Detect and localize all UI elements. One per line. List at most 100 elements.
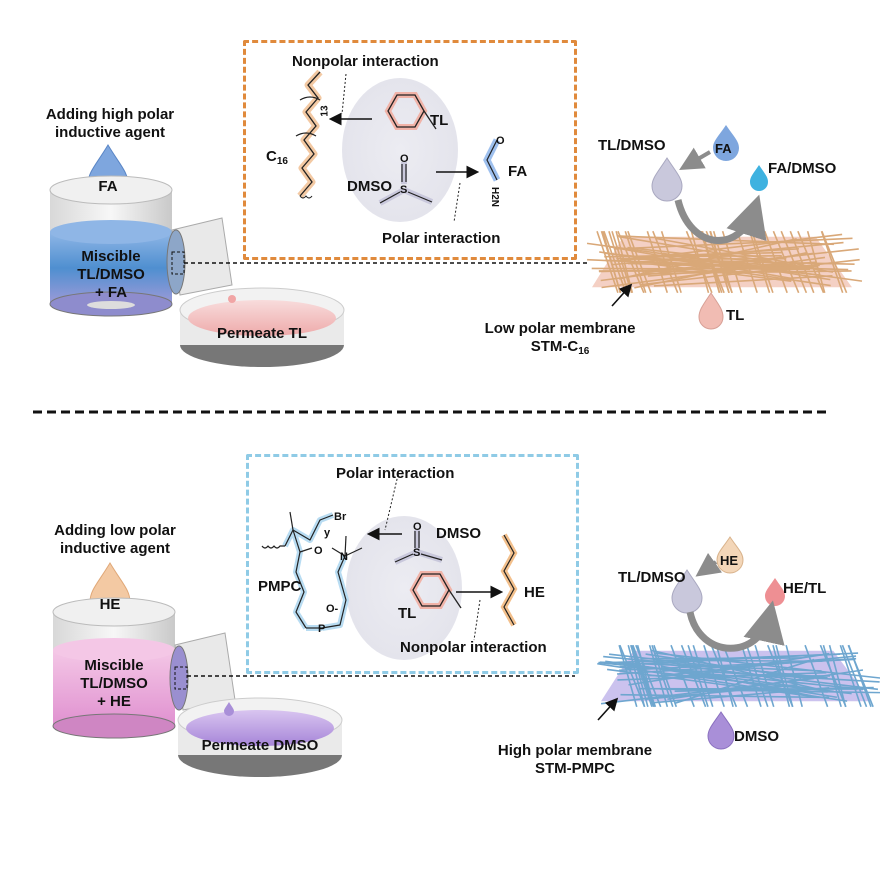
membrane-fiber <box>828 644 847 708</box>
bottom-he-label: HE <box>524 584 545 601</box>
permeate-dish-icon <box>177 697 343 777</box>
pmpc-structure-icon <box>261 511 363 631</box>
membrane-fiber <box>789 230 815 294</box>
top-dmso-label: DMSO <box>347 178 392 195</box>
membrane-fiber <box>598 270 794 273</box>
top-cup-label: Miscible TL/DMSO + FA <box>52 248 170 302</box>
top-permeate-label: TL <box>726 307 745 324</box>
bottom-cup-line3: + HE <box>97 693 131 710</box>
membrane-fiber <box>627 644 646 708</box>
pmpc-o-minus: O- <box>326 603 339 615</box>
dmso-molecule-icon <box>378 162 434 206</box>
bottom-dmso-label: DMSO <box>436 525 481 542</box>
bottom-product-label: HE/TL <box>783 580 827 597</box>
tldmso-drop-icon <box>651 157 683 202</box>
bottom-agent-drop-label: HE <box>99 596 121 613</box>
dmso-drop-icon <box>707 711 735 750</box>
bottom-interaction-inset <box>246 454 579 674</box>
top-agent-label-line1: Adding high polar <box>45 106 175 123</box>
high-polar-membrane-icon <box>597 644 880 708</box>
pmpc-carbonyl-o: O <box>314 545 323 557</box>
fa-drop-small-icon <box>713 125 739 161</box>
membrane-fiber <box>820 230 844 294</box>
membrane-fiber <box>659 688 880 694</box>
membrane-fiber <box>772 230 800 294</box>
top-dish-label: Permeate TL <box>216 325 308 342</box>
top-polar-label: Polar interaction <box>382 230 501 247</box>
membrane-fiber <box>806 230 826 294</box>
membrane-fiber <box>604 252 821 276</box>
c16-label: C16 <box>266 148 288 171</box>
membrane-fiber <box>839 644 862 708</box>
he-drop-small-icon <box>716 536 744 574</box>
top-cup-line1: Miscible <box>81 248 141 265</box>
cup-icon <box>49 175 173 317</box>
side-tube-icon <box>166 217 233 296</box>
membrane-fiber <box>841 644 868 708</box>
top-cup-line3: + FA <box>94 284 128 301</box>
membrane-fiber <box>630 644 653 708</box>
top-dmso-o: O <box>400 153 409 165</box>
bottom-permeate-label: DMSO <box>734 728 779 745</box>
top-fa-n: H2N <box>489 186 501 208</box>
hexane-icon <box>500 533 518 627</box>
c16-label-main: C <box>266 148 277 165</box>
cycle-arrow <box>686 600 785 652</box>
repeat-count: 13 <box>319 105 331 117</box>
top-membrane-caption: Low polar membrane STM-C16 <box>480 320 640 361</box>
bottom-agent-label-line1: Adding low polar <box>54 522 176 539</box>
bottom-membrane-caption: High polar membrane STM-PMPC <box>490 742 660 778</box>
membrane-fiber <box>614 237 853 250</box>
bottom-dmso-o: O <box>413 521 422 533</box>
toluene-icon <box>409 571 462 609</box>
membrane-fiber <box>597 662 848 702</box>
membrane-fiber <box>847 644 872 708</box>
cup-icon <box>52 597 176 739</box>
top-fa-o: O <box>496 135 505 147</box>
top-interaction-inset <box>243 40 577 260</box>
top-cup-line2: TL/DMSO <box>77 266 145 283</box>
membrane-fiber <box>591 267 811 271</box>
tl-drop-icon <box>698 292 724 330</box>
membrane-fiber <box>710 644 738 708</box>
toluene-icon <box>384 92 437 130</box>
membrane-fiber <box>685 230 713 294</box>
pmpc-br-label: Br <box>334 511 347 523</box>
bottom-dmso-s: S <box>413 547 421 559</box>
top-agent-label-line2: inductive agent <box>54 124 166 141</box>
top-dmso-s: S <box>400 184 408 196</box>
membrane-fiber <box>607 668 820 699</box>
bottom-agent-label: Adding low polar inductive agent <box>35 522 195 558</box>
pmpc-y-label: y <box>324 527 331 539</box>
membrane-fiber <box>650 686 830 704</box>
pmpc-label: PMPC <box>258 578 302 595</box>
membrane-fiber <box>627 246 798 267</box>
bottom-cup-line2: TL/DMSO <box>80 675 148 692</box>
membrane-fiber <box>609 653 824 680</box>
pmpc-n-label: N <box>340 551 348 563</box>
membrane-fiber <box>650 649 829 693</box>
membrane-fiber <box>603 230 627 294</box>
membrane-fiber <box>665 659 823 663</box>
permeate-dish-icon <box>179 287 345 367</box>
membrane-fiber <box>632 644 657 708</box>
membrane-fiber <box>587 258 788 270</box>
bottom-nonpolar-label: Nonpolar interaction <box>400 639 547 656</box>
bottom-membrane-caption-line2: STM-PMPC <box>535 760 615 777</box>
bottom-cup-line1: Miscible <box>84 657 144 674</box>
membrane-fiber <box>655 652 880 679</box>
c16-label-sub: 16 <box>276 156 288 167</box>
membrane-fiber <box>596 230 619 294</box>
top-tl-label: TL <box>430 112 449 129</box>
membrane-fiber <box>653 275 833 287</box>
top-agent-label: Adding high polar inductive agent <box>30 106 190 142</box>
membrane-fiber <box>602 653 840 664</box>
formamide-icon <box>483 138 501 182</box>
top-membrane-name: STM-C <box>530 338 579 355</box>
bottom-dish-label: Permeate DMSO <box>201 737 319 754</box>
membrane-fiber <box>766 644 794 708</box>
bottom-feed-label: TL/DMSO <box>618 569 686 586</box>
dmso-molecule-icon <box>393 530 443 565</box>
top-membrane-name-sub: 16 <box>578 346 590 357</box>
membrane-fiber <box>608 230 630 294</box>
